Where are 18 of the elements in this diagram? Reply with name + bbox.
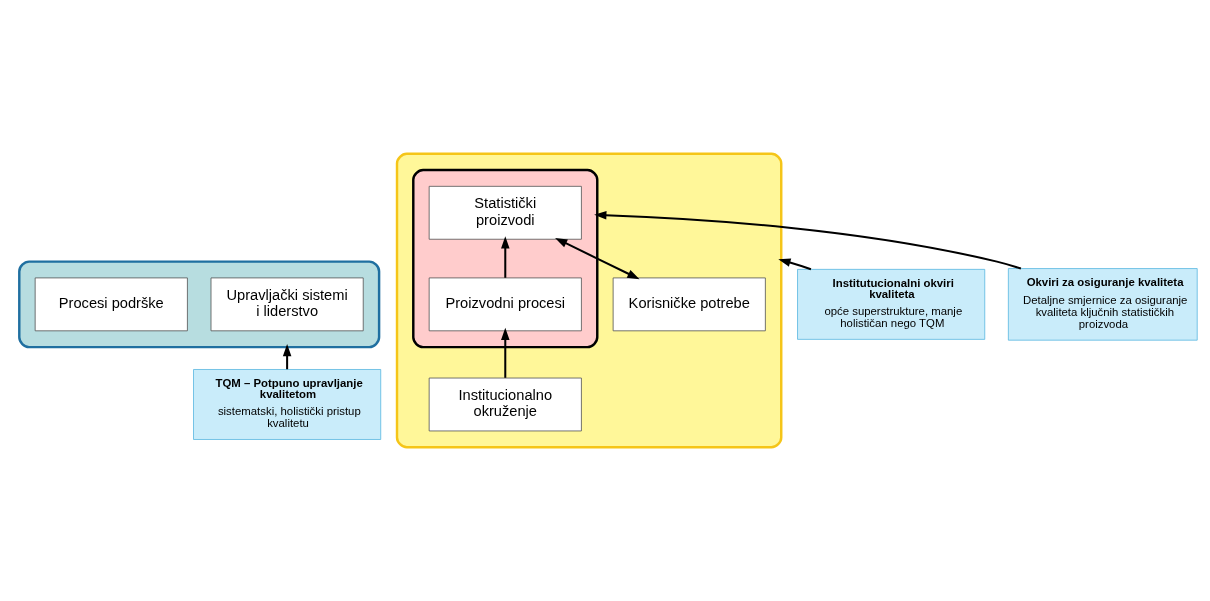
cluster [395,152,783,449]
cluster [18,260,381,349]
arrow [555,237,640,280]
node-box: Korisničke potrebe [612,277,766,332]
node-box: Upravljački sistemi i liderstvo [210,277,364,332]
arrow [778,258,812,271]
cluster [412,168,599,349]
node-box: Okviri za osiguranje kvaliteta Detaljne smjernice za osiguranje kvaliteta ključnih statističkih proizvoda [1007,268,1198,341]
arrow [501,327,510,378]
node-box: Institucionalno okruženje [428,377,582,432]
node-box: TQM – Potpuno upravljanje kvalitetom sistematski, holistički pristup kvalitetu [193,369,382,440]
node-box: Procesi podrške [34,277,188,332]
arrow [282,344,292,370]
node-box: Proizvodni procesi [428,277,582,332]
node-box: Institutucionalni okviri kvaliteta opće superstrukture, manje holističan nego TQM [797,268,986,340]
node-box: Statistički proizvodi [428,185,582,240]
arrow [594,210,1022,270]
arrow [501,236,510,278]
